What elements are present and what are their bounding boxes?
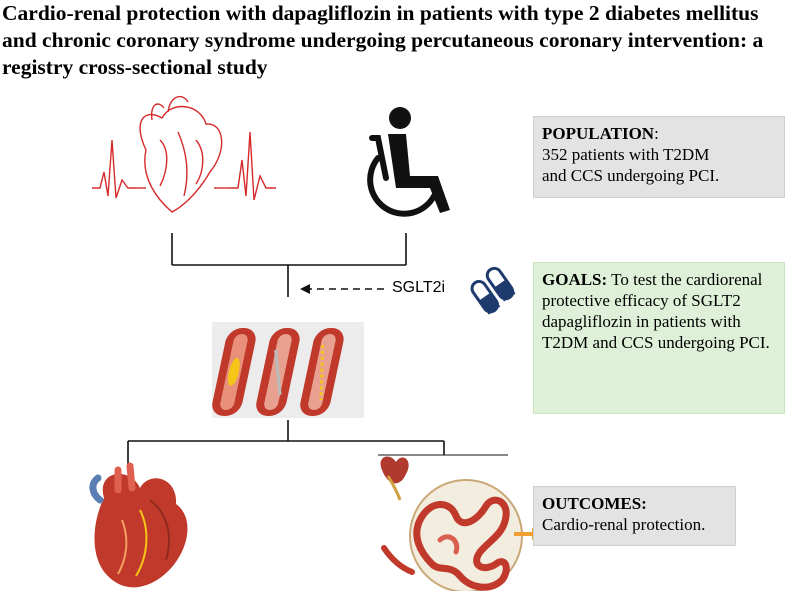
dashed-arrow: [300, 284, 384, 294]
ecg-heart-icon: [92, 95, 276, 213]
goals-text: To test the cardiorenal protective effic…: [542, 270, 770, 352]
anatomical-heart-icon: [89, 462, 188, 588]
population-heading: POPULATION: [542, 124, 655, 143]
outcomes-heading: OUTCOMES:: [542, 494, 647, 513]
population-line2: and CCS undergoing PCI.: [542, 166, 720, 185]
connector-bottom: [127, 420, 508, 470]
page-title: Cardio-renal protection with dapaglifloz…: [2, 1, 764, 79]
sglt2i-label: SGLT2i: [392, 279, 446, 296]
goals-box: GOALS: To test the cardiorenal protectiv…: [533, 262, 785, 414]
goals-heading: GOALS:: [542, 270, 608, 289]
kidney-icon: [380, 456, 540, 591]
outcomes-text: Cardio-renal protection.: [542, 515, 706, 534]
outcomes-box: OUTCOMES: Cardio-renal protection.: [533, 486, 736, 546]
population-box: POPULATION: 352 patients with T2DM and C…: [533, 116, 785, 198]
connector-top: [171, 233, 407, 297]
wheelchair-icon: [367, 107, 450, 217]
pills-icon: [470, 266, 516, 315]
population-line1: 352 patients with T2DM: [542, 145, 710, 164]
artery-stent-icon: [212, 322, 364, 418]
population-heading-colon: :: [654, 124, 659, 143]
